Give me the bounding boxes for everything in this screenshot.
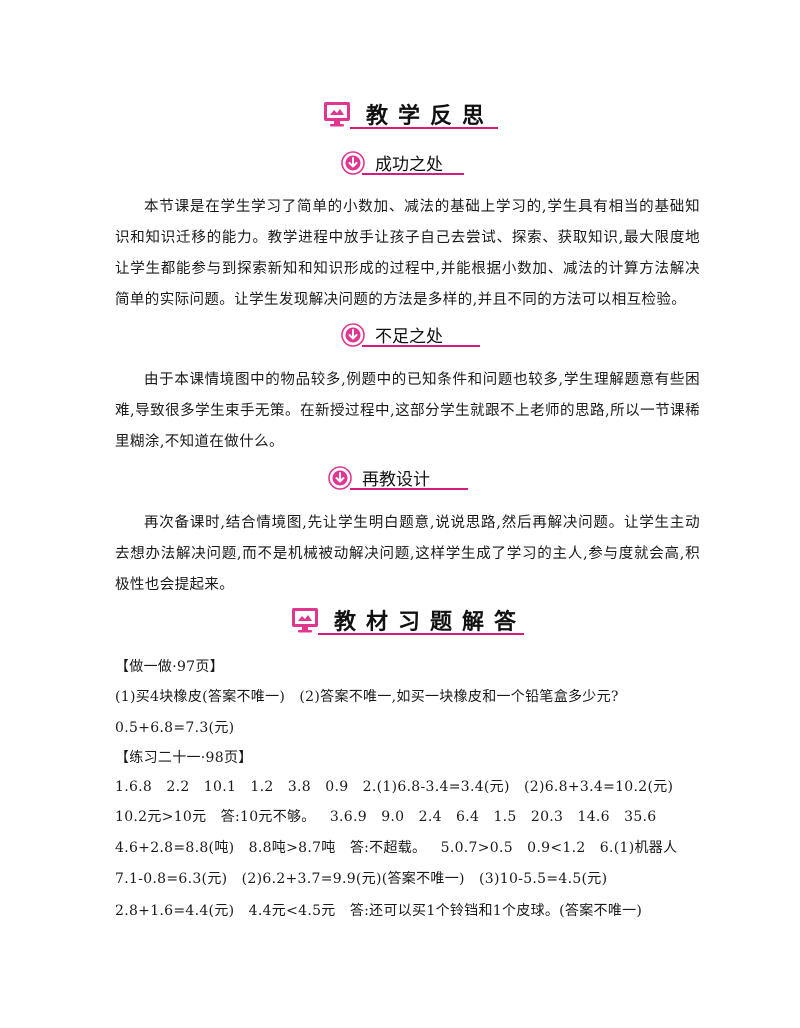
answer-line: 1.6.8 2.2 10.1 1.2 3.8 0.9 2.(1)6.8-3.4=…	[115, 779, 674, 795]
section-header-answers: 教材习题解答	[290, 604, 526, 636]
subsection-header-shortcoming: 不足之处	[341, 322, 443, 347]
subsection-title: 再教设计	[362, 470, 430, 490]
paragraph-shortcoming: 由于本课情境图中的物品较多,例题中的已知条件和问题也较多,学生理解题意有些困难,…	[115, 372, 700, 450]
section-header-reflection: 教学反思	[322, 98, 494, 130]
subsection-underline	[350, 488, 468, 490]
subsection-header-redesign: 再教设计	[328, 465, 430, 490]
answer-line: 【练习二十一·98页】	[115, 750, 253, 766]
answer-line: 2.8+1.6=4.4(元) 4.4元<4.5元 答:还可以买1个铃铛和1个皮球…	[115, 903, 643, 919]
subsection-underline	[362, 345, 480, 347]
answer-line: 10.2元>10元 答:10元不够。 3.6.9 9.0 2.4 6.4 1.5…	[115, 809, 657, 825]
answer-line: (1)买4块橡皮(答案不唯一) (2)答案不唯一,如买一块橡皮和一个铅笔盒多少元…	[115, 689, 619, 705]
answer-line: 4.6+2.8=8.8(吨) 8.8吨>8.7吨 答:不超载。 5.0.7>0.…	[115, 840, 678, 856]
down-arrow-circle-icon	[341, 322, 365, 347]
subsection-header-success: 成功之处	[341, 150, 443, 175]
section-title: 教材习题解答	[334, 609, 527, 635]
subsection-underline	[362, 173, 464, 175]
paragraph-success: 本节课是在学生学习了简单的小数加、减法的基础上学习的,学生具有相当的基础知识和知…	[115, 199, 700, 308]
section-underline	[318, 633, 524, 635]
paragraph-redesign: 再次备课时,结合情境图,先让学生明白题意,说说思路,然后再解决问题。让学生主动去…	[115, 515, 700, 593]
monitor-icon	[292, 608, 318, 633]
subsection-title: 成功之处	[375, 155, 443, 175]
section-underline	[350, 127, 498, 129]
answer-line: 0.5+6.8=7.3(元)	[115, 720, 235, 736]
down-arrow-circle-icon	[328, 465, 352, 490]
answer-line: 7.1-0.8=6.3(元) (2)6.2+3.7=9.9(元)(答案不唯一) …	[115, 871, 608, 887]
subsection-title: 不足之处	[375, 327, 443, 347]
section-title: 教学反思	[366, 103, 495, 129]
monitor-icon	[324, 102, 350, 127]
answer-line: 【做一做·97页】	[115, 659, 224, 675]
down-arrow-circle-icon	[341, 150, 365, 175]
